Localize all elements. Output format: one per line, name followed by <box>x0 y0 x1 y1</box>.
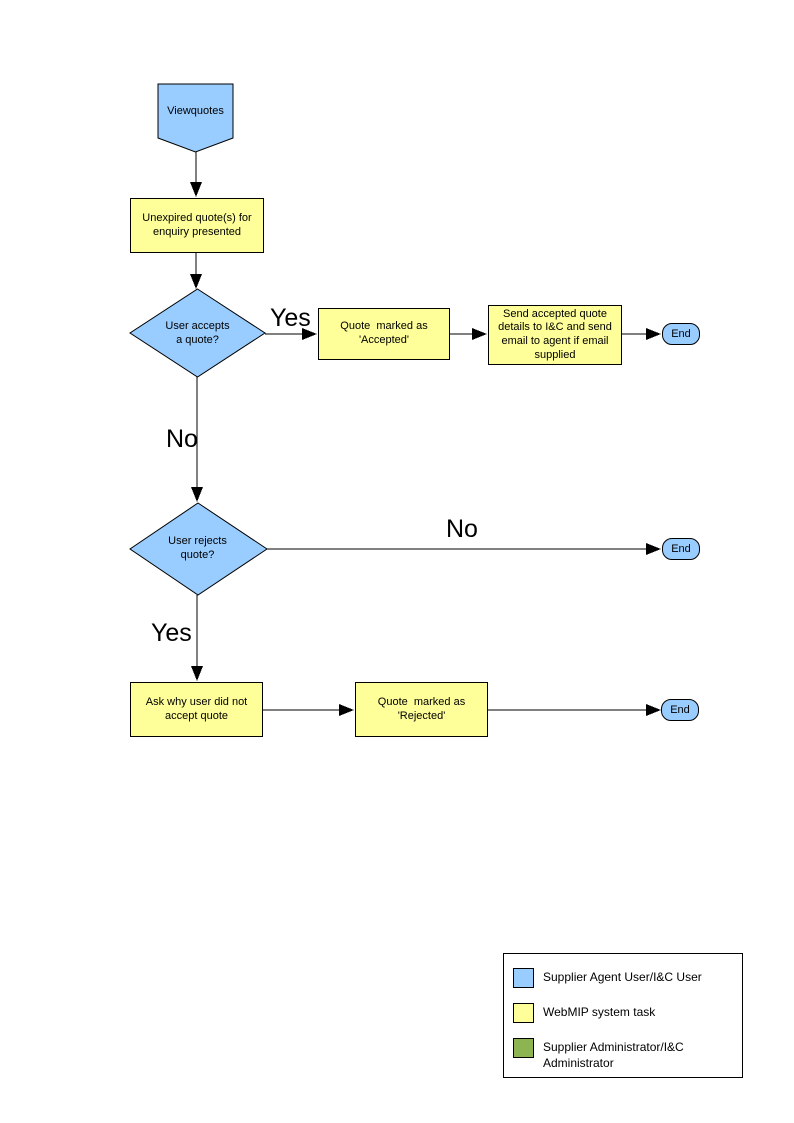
edge-label-reject-yes: Yes <box>151 619 192 647</box>
connector-start-to-presented <box>190 152 202 197</box>
process-send-accepted-details: Send accepted quote details to I&C and s… <box>488 305 622 365</box>
connector-presented-to-accept-decision <box>190 253 202 289</box>
connector-reject-yes-to-ask-reason <box>191 595 203 681</box>
edge-label-accept-no: No <box>166 425 198 453</box>
legend-swatch-green <box>513 1038 534 1058</box>
legend-swatch-yellow <box>513 1003 534 1023</box>
legend-item-supplier-administrator: Supplier Administrator/I&C Administrator <box>513 1038 684 1071</box>
decision-accept-label: User accepts a quote? <box>165 319 230 346</box>
legend-swatch-blue <box>513 968 534 988</box>
end-terminator-not-rejected: End <box>662 538 700 560</box>
legend-label: Supplier Administrator/I&C Administrator <box>543 1040 684 1070</box>
process-quote-marked-rejected: Quote marked as 'Rejected' <box>355 682 488 737</box>
start-pentagon-shape <box>157 83 234 153</box>
connector-accept-no-to-reject-decision <box>191 377 203 502</box>
legend-box: Supplier Agent User/I&C User WebMIP syst… <box>503 953 743 1078</box>
start-node-label: Viewquotes <box>167 105 224 118</box>
connector-send-details-to-end <box>622 328 661 340</box>
connector-reject-no-to-end <box>267 543 661 555</box>
legend-label: Supplier Agent User/I&C User <box>543 970 702 984</box>
decision-reject-label: User rejects quote? <box>168 535 227 561</box>
connector-accept-yes-to-marked-accepted <box>265 328 317 340</box>
legend-label: WebMIP system task <box>543 1005 656 1019</box>
connector-ask-reason-to-marked-rejected <box>263 704 354 716</box>
process-ask-reason: Ask why user did not accept quote <box>130 682 263 737</box>
edge-label-accept-yes: Yes <box>270 304 311 332</box>
decision-reject-diamond-shape <box>129 502 268 596</box>
legend-item-webmip-system-task: WebMIP system task <box>513 1003 655 1023</box>
end-terminator-rejected: End <box>661 699 699 721</box>
edge-label-reject-no: No <box>446 515 478 543</box>
process-unexpired-quotes: Unexpired quote(s) for enquiry presented <box>130 198 264 253</box>
end-terminator-accepted: End <box>662 323 700 345</box>
connector-marked-accepted-to-send-details <box>450 328 487 340</box>
process-quote-marked-accepted: Quote marked as 'Accepted' <box>318 308 450 360</box>
connector-marked-rejected-to-end <box>488 704 661 716</box>
legend-item-supplier-agent-user: Supplier Agent User/I&C User <box>513 968 702 988</box>
